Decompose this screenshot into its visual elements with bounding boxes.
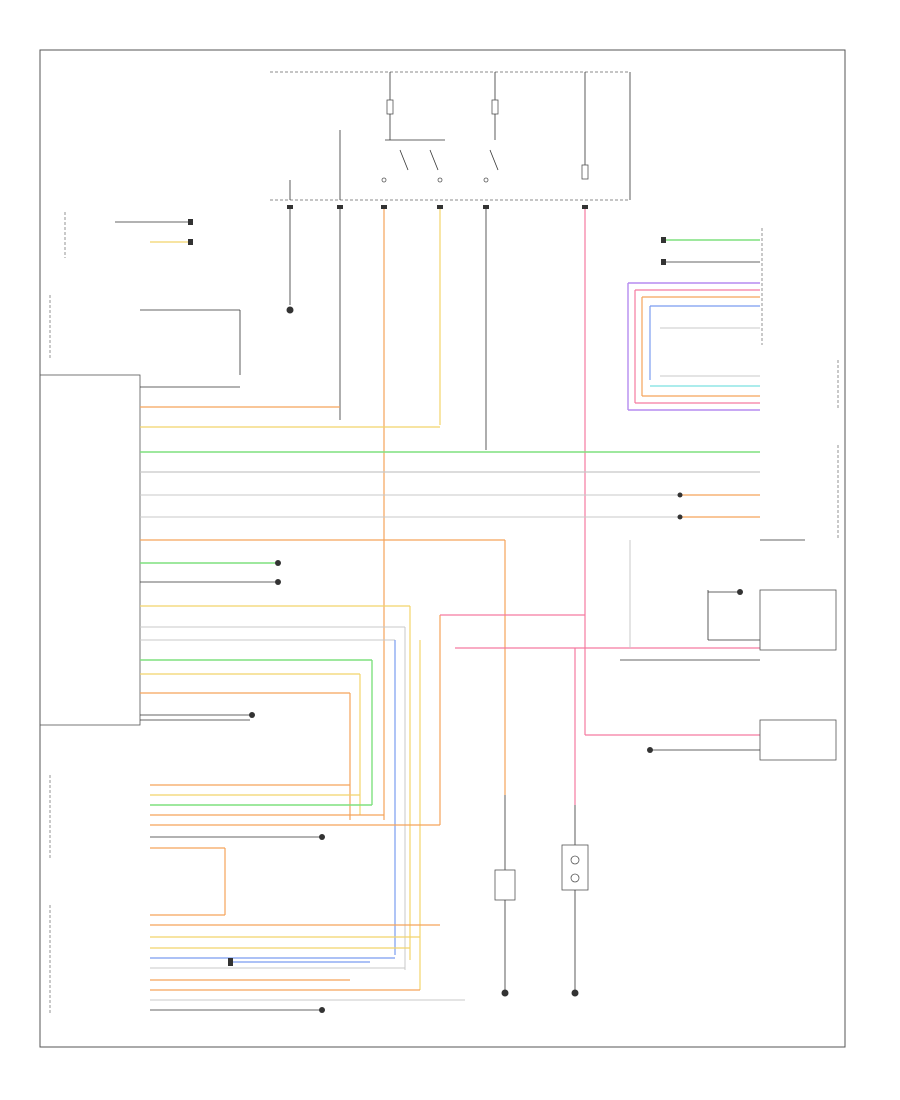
right-colored-loop bbox=[627, 283, 760, 411]
vertical-bus bbox=[349, 540, 506, 990]
connector-pin-icon bbox=[677, 514, 683, 520]
motor-icon bbox=[561, 844, 589, 891]
module-top-left bbox=[49, 295, 241, 375]
bottom-left-connector bbox=[49, 905, 465, 1015]
ground-symbol-icon bbox=[319, 834, 325, 840]
relay-switch-icon bbox=[381, 139, 445, 183]
bottom-center-device-2 bbox=[561, 805, 589, 997]
bottom-center-device-1 bbox=[494, 850, 516, 997]
ground-symbol-icon bbox=[249, 560, 281, 718]
connector-pin-icon bbox=[188, 219, 193, 225]
connector-pin-icon bbox=[188, 239, 193, 245]
ground-symbol-icon bbox=[737, 589, 743, 595]
fuse-icon bbox=[386, 99, 394, 115]
fuse-relay-block bbox=[270, 71, 631, 201]
right-lower-module bbox=[620, 589, 837, 761]
ground-symbol-icon bbox=[286, 306, 294, 314]
connector-small-top-left bbox=[64, 212, 193, 258]
right-top-connector bbox=[628, 228, 763, 345]
main-control-module bbox=[39, 374, 250, 726]
ground-symbol-icon bbox=[571, 989, 579, 997]
diagram-frame bbox=[39, 49, 846, 1048]
fuse-icon bbox=[491, 99, 499, 115]
module-wires bbox=[140, 386, 760, 716]
ground-symbol-icon bbox=[319, 1007, 325, 1013]
fuse-icon bbox=[581, 164, 589, 180]
connector-pin-icon bbox=[228, 958, 233, 966]
relay-switch-icon bbox=[483, 149, 499, 183]
ground-symbol-icon bbox=[647, 747, 653, 753]
connector-pin-icon bbox=[661, 259, 666, 265]
connector-pin-icon bbox=[677, 492, 683, 498]
ground-symbol-icon bbox=[501, 989, 509, 997]
connector-pin-icon bbox=[287, 205, 588, 209]
left-middle-connector bbox=[49, 775, 440, 915]
connector-pin-icon bbox=[661, 237, 666, 243]
right-middle-connector bbox=[677, 360, 839, 541]
